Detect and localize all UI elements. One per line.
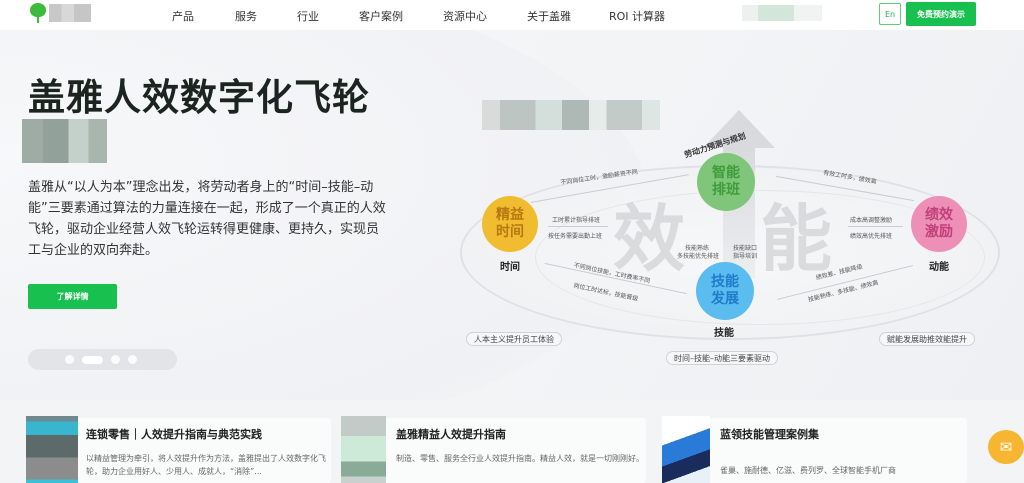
mail-icon[interactable]: ✉: [988, 430, 1024, 464]
hero-description: 盖雅从“以人为本”理念出发，将劳动者身上的“时间–技能–动能”三要素通过算法的力…: [28, 180, 386, 258]
card-title: 盖雅精益人效提升指南: [396, 428, 506, 441]
free-demo-button[interactable]: 免费预约演示: [906, 2, 976, 26]
node-label-time: 时间: [500, 262, 520, 273]
resource-card-lean-guide[interactable]: 盖雅精益人效提升指南 制造、零售、服务全行业人效提升指南。精益人效，就是一切刚刚…: [341, 416, 646, 483]
menu-item-industries[interactable]: 行业: [297, 10, 319, 23]
language-toggle-button[interactable]: En: [879, 3, 901, 25]
pill-human-centric: 人本主义提升员工体验: [466, 332, 562, 346]
arrow-left: [548, 226, 608, 227]
card-title: 连锁零售｜人效提升指南与典范实践: [86, 428, 262, 441]
resource-card-bluecollar-cases[interactable]: 蓝领技能管理案例集 雀巢、施耐德、亿滋、费列罗、全球智能手机厂商: [662, 416, 967, 483]
arrow-right: [848, 226, 903, 227]
resource-card-retail[interactable]: 连锁零售｜人效提升指南与典范实践 以精益管理为牵引，将人效提升作为方法，盖雅提出…: [26, 416, 331, 483]
annotation-center-2b: 指导培训: [733, 253, 758, 260]
card-cover-image-retail: [26, 416, 78, 483]
top-navbar: 产品 服务 行业 客户案例 资源中心 关于盖雅 ROI 计算器 En 免费预约演…: [0, 0, 1024, 30]
menu-item-resources[interactable]: 资源中心: [443, 10, 487, 23]
watermark-char-ability: 能: [760, 197, 833, 281]
pill-three-elements: 时间–技能–动能三要素驱动: [666, 351, 778, 365]
annotation-center-2a: 技能缺口: [733, 245, 758, 252]
pill-empowerment: 赋能发展助推效能提升: [879, 332, 975, 346]
card-description: 以精益管理为牵引，将人效提升作为方法，盖雅提出了人效数字化飞轮，助力企业用好人、…: [86, 454, 326, 476]
subtitle-blurred: [22, 119, 107, 163]
card-description: 雀巢、施耐德、亿滋、费列罗、全球智能手机厂商: [720, 466, 896, 475]
hero-title: 盖雅人效数字化飞轮: [28, 76, 370, 119]
logo-wordmark-blurred: [49, 4, 91, 22]
carousel-dot-1[interactable]: [65, 355, 74, 364]
annotation-right-1: 成本高调整激励: [850, 217, 893, 224]
logo[interactable]: [30, 3, 91, 23]
menu-item-services[interactable]: 服务: [235, 10, 257, 23]
carousel-indicator: [28, 349, 177, 370]
node-skill-development[interactable]: 技能发展: [696, 262, 754, 320]
carousel-dot-2-active[interactable]: [82, 355, 103, 364]
menu-item-customer-cases[interactable]: 客户案例: [359, 10, 403, 23]
menu-item-products[interactable]: 产品: [172, 10, 194, 23]
annotation-left-1: 工时累计指导排班: [552, 217, 601, 224]
menu-item-roi-calculator[interactable]: ROI 计算器: [609, 10, 666, 23]
annotation-right-2: 绩效高优先排班: [850, 233, 893, 240]
phone-number-blurred: [742, 5, 822, 21]
carousel-dot-4[interactable]: [128, 355, 137, 364]
node-smart-scheduling[interactable]: 智能排班: [697, 153, 755, 211]
node-label-motivation: 动能: [929, 262, 949, 273]
carousel-dot-3[interactable]: [111, 355, 120, 364]
node-label-skill: 技能: [714, 328, 734, 339]
annotation-center-1a: 技能熟练: [685, 245, 710, 252]
stats-blurred: [482, 100, 660, 130]
flywheel-diagram: 效 能 劳动力预测与规划 不同岗位工时，激励薪资不同 有效工时多，绩效高 智能排…: [455, 60, 1015, 380]
card-title: 蓝领技能管理案例集: [720, 428, 819, 441]
hero-banner: 盖雅人效数字化飞轮 盖雅从“以人为本”理念出发，将劳动者身上的“时间–技能–动能…: [0, 30, 1024, 400]
node-lean-time[interactable]: 精益时间: [482, 196, 538, 252]
flywheel-inner-ring: [535, 190, 985, 325]
node-performance-incentive[interactable]: 绩效激励: [911, 196, 967, 252]
watermark-char-efficiency: 效: [613, 197, 686, 281]
annotation-left-2: 按任务需要出勤上班: [548, 233, 603, 240]
card-cover-image-lean-guide: [341, 416, 386, 483]
tree-logo-icon: [30, 3, 46, 23]
annotation-center-1b: 多技能优先排班: [677, 253, 720, 260]
up-arrow-icon: [703, 110, 775, 148]
card-description: 制造、零售、服务全行业人效提升指南。精益人效，就是一切刚刚好。: [396, 454, 644, 463]
learn-more-button[interactable]: 了解详情: [28, 284, 117, 309]
menu-item-about[interactable]: 关于盖雅: [527, 10, 571, 23]
card-cover-image-bluecollar: [662, 416, 710, 483]
resource-cards-section: 连锁零售｜人效提升指南与典范实践 以精益管理为牵引，将人效提升作为方法，盖雅提出…: [0, 400, 1024, 483]
